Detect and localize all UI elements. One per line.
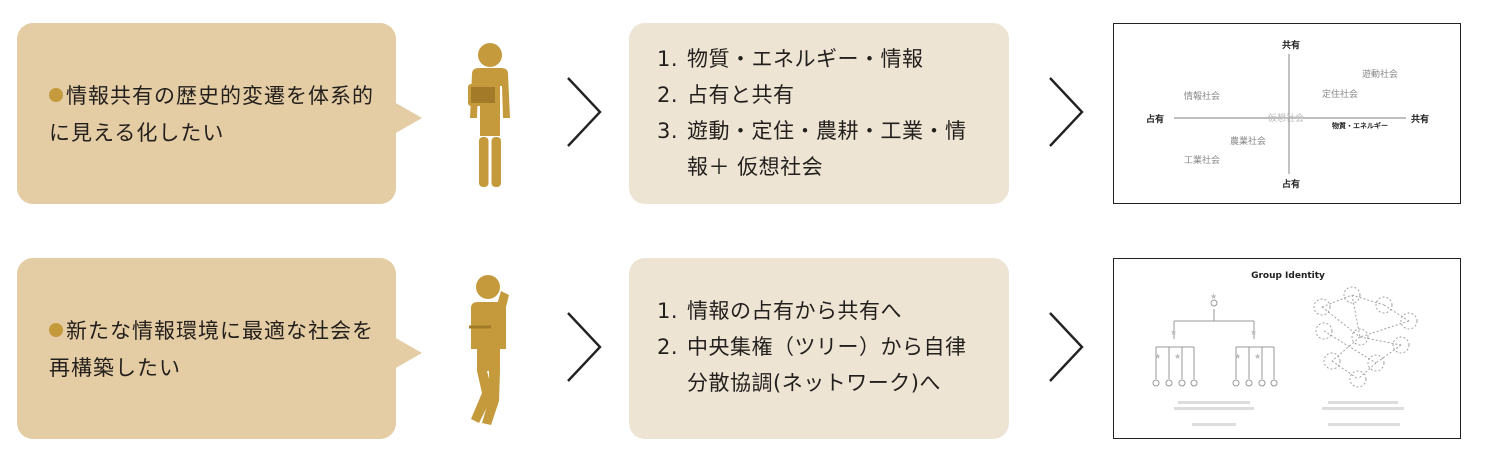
svg-text:★: ★ bbox=[1210, 292, 1217, 301]
quadrant-society-label: 定住社会 bbox=[1322, 88, 1358, 100]
bullet-dot-icon bbox=[49, 323, 63, 337]
quadrant-society-label: 情報社会 bbox=[1184, 90, 1220, 102]
tree-diagram bbox=[1152, 299, 1278, 387]
quadrant-society-label: 遊動社会 bbox=[1362, 68, 1398, 80]
svg-text:★: ★ bbox=[1254, 352, 1261, 361]
svg-text:★: ★ bbox=[1250, 328, 1257, 337]
bubble-label: 情報共有の歴史的変遷を体系的に見える化したい bbox=[49, 84, 374, 145]
quadrant-top-label: 共有 bbox=[1282, 39, 1300, 51]
steps-list: 1.物質・エネルギー・情報 2.占有と共有 3.遊動・定住・農耕・工業・情報＋ … bbox=[657, 41, 997, 185]
speech-bubble: 情報共有の歴史的変遷を体系的に見える化したい bbox=[17, 23, 422, 204]
svg-text:★: ★ bbox=[1174, 352, 1181, 361]
speech-bubble: 新たな情報環境に最適な社会を再構築したい bbox=[17, 258, 422, 439]
step-item: 2.中央集権（ツリー）から自律分散協調(ネットワーク)へ bbox=[657, 335, 967, 395]
person-thinking-icon bbox=[455, 275, 525, 425]
steps-box: 1.情報の占有から共有へ 2.中央集権（ツリー）から自律分散協調(ネットワーク)… bbox=[629, 258, 1009, 439]
quadrant-right-label: 共有 bbox=[1411, 113, 1429, 125]
steps-box: 1.物質・エネルギー・情報 2.占有と共有 3.遊動・定住・農耕・工業・情報＋ … bbox=[629, 23, 1009, 204]
step-item: 3.遊動・定住・農耕・工業・情報＋ 仮想社会 bbox=[657, 119, 967, 179]
network-diagram bbox=[1313, 286, 1418, 388]
row-1: 情報共有の歴史的変遷を体系的に見える化したい 1.物質・エネルギー・情報 2.占… bbox=[0, 20, 1486, 210]
quadrant-bottom-label: 占有 bbox=[1282, 178, 1300, 190]
quadrant-diagram-thumbnail: 共有 占有 占有 共有 仮想社会 物質・エネルギー 遊動社会 定住社会 情報社会… bbox=[1113, 23, 1461, 204]
quadrant-center-label: 仮想社会 bbox=[1268, 112, 1304, 124]
row-2: 新たな情報環境に最適な社会を再構築したい 1.情報の占有から共有へ 2.中央集権… bbox=[0, 255, 1486, 445]
bullet-dot-icon bbox=[49, 88, 63, 102]
group-identity-thumbnail: Group Identity ★ ★ ★ ★ ★ ★ ★ bbox=[1113, 258, 1461, 439]
arrow-right-icon bbox=[1046, 311, 1086, 383]
bubble-text: 情報共有の歴史的変遷を体系的に見える化したい bbox=[49, 78, 389, 152]
svg-text:★: ★ bbox=[1154, 352, 1161, 361]
quadrant-society-label: 工業社会 bbox=[1184, 154, 1220, 166]
quadrant-axis-label: 物質・エネルギー bbox=[1332, 121, 1388, 130]
steps-list: 1.情報の占有から共有へ 2.中央集権（ツリー）から自律分散協調(ネットワーク)… bbox=[657, 293, 997, 401]
arrow-right-icon bbox=[564, 76, 604, 148]
quadrant-left-label: 占有 bbox=[1146, 113, 1164, 125]
bubble-label: 新たな情報環境に最適な社会を再構築したい bbox=[49, 319, 374, 380]
step-item: 2.占有と共有 bbox=[657, 83, 795, 107]
step-item: 1.情報の占有から共有へ bbox=[657, 299, 902, 323]
star-icons: ★ ★ ★ ★ ★ ★ ★ bbox=[1154, 292, 1261, 361]
arrow-right-icon bbox=[564, 311, 604, 383]
step-item: 1.物質・エネルギー・情報 bbox=[657, 47, 924, 71]
svg-text:★: ★ bbox=[1234, 352, 1241, 361]
group-identity-title: Group Identity bbox=[1251, 271, 1325, 281]
svg-text:★: ★ bbox=[1170, 328, 1177, 337]
quadrant-society-label: 農業社会 bbox=[1230, 135, 1266, 147]
bubble-text: 新たな情報環境に最適な社会を再構築したい bbox=[49, 313, 389, 387]
arrow-right-icon bbox=[1046, 76, 1086, 148]
person-reading-icon bbox=[455, 40, 525, 190]
